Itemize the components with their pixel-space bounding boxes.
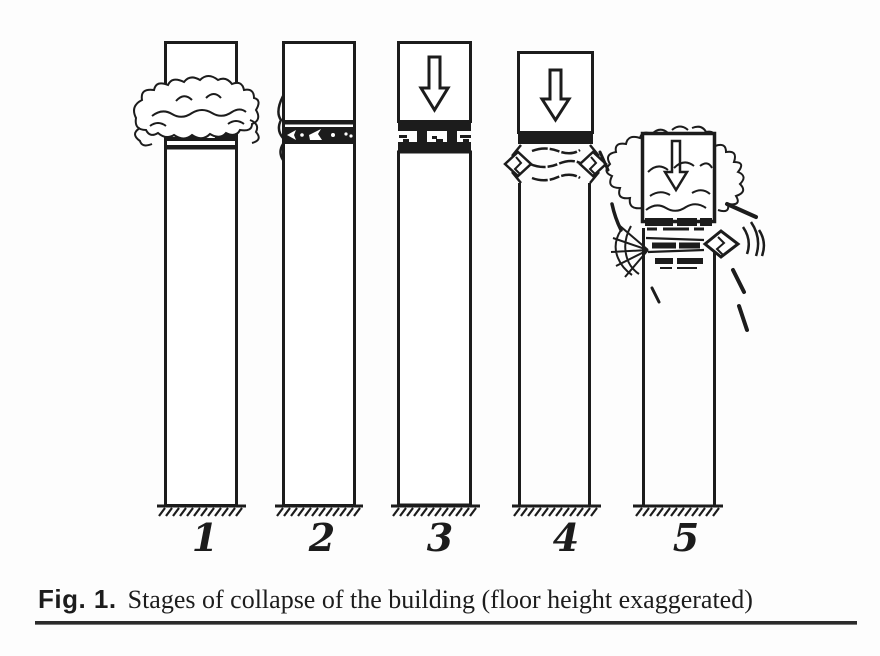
smoke-cloud xyxy=(133,75,260,140)
ground xyxy=(157,504,723,518)
collapse-stages-figure: 1 2 3 4 5 xyxy=(133,41,766,560)
buckled-column-diamond-left xyxy=(503,150,533,178)
diamond-crack xyxy=(513,156,523,175)
stage-2-building xyxy=(277,41,356,507)
stage-3-building xyxy=(397,41,472,507)
crushed-floors-scribble xyxy=(645,218,712,269)
collapse-stages-drawing: 1 2 3 4 5 xyxy=(133,41,766,560)
figure-caption-label: Fig. 1. xyxy=(38,584,117,614)
figure-caption: Fig. 1. Stages of collapse of the buildin… xyxy=(38,584,868,615)
wall-bulge xyxy=(277,95,285,161)
debris-fan xyxy=(610,225,649,278)
upper-slab-band xyxy=(398,120,471,131)
lower-slab-band xyxy=(398,142,471,152)
stage-1-building xyxy=(133,41,260,507)
figure-caption-text: Stages of collapse of the building (floo… xyxy=(127,585,753,614)
smoke-cloud-detail xyxy=(645,161,713,212)
floor-slab-line xyxy=(165,145,236,150)
building-outline xyxy=(282,41,356,507)
flying-debris-dashes xyxy=(598,150,758,332)
smoke-side-puffs xyxy=(134,119,260,147)
stage-5-building xyxy=(598,125,766,505)
stage-number-3: 3 xyxy=(427,515,453,560)
building-outline xyxy=(518,183,591,505)
stage-number-labels: 1 2 3 4 5 xyxy=(192,515,699,560)
diamond-crack xyxy=(715,236,726,256)
pancaked-floor-lines xyxy=(529,147,583,182)
smoke-cloud xyxy=(605,125,745,213)
stage-4-building xyxy=(503,51,608,505)
crushed-slab-band xyxy=(518,132,593,144)
stage-number-2: 2 xyxy=(308,515,335,560)
smoke-cloud-detail xyxy=(149,93,247,127)
down-arrow-icon xyxy=(418,55,451,113)
diamond-crack xyxy=(588,156,598,175)
shockwave-arcs xyxy=(741,221,766,257)
stage-number-5: 5 xyxy=(673,515,699,560)
building-outline xyxy=(397,150,472,507)
building-outline xyxy=(642,228,716,505)
failing-column-stubs xyxy=(399,131,471,142)
floor-band-debris xyxy=(287,129,353,140)
buckling-connectors xyxy=(511,144,600,184)
caption-underline xyxy=(35,621,857,625)
stage-number-4: 4 xyxy=(553,515,579,560)
slab-line xyxy=(283,120,354,125)
stage-number-1: 1 xyxy=(192,515,218,560)
down-arrow-icon xyxy=(539,68,572,123)
